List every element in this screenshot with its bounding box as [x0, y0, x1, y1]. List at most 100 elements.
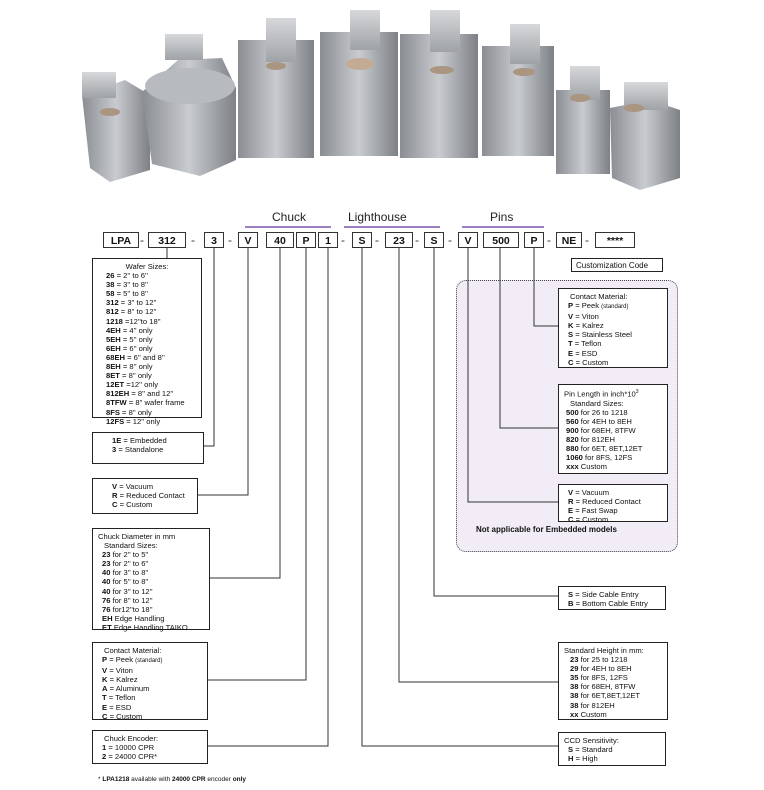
list-item: ET Edge Handling TAIKO [98, 623, 204, 632]
chuck-contact-title: Contact Material: [104, 646, 162, 655]
list-item: 76 for12''to 18'' [98, 605, 204, 614]
list-item: S = Side Cable Entry [564, 590, 660, 599]
line-chuck-diameter [210, 248, 281, 579]
item-value: = 2'' to 6'' [114, 271, 148, 281]
item-value: = Viton [573, 312, 599, 322]
item-key: E [568, 348, 574, 358]
item-value: = ESD [107, 702, 132, 712]
dash: - [375, 233, 379, 247]
item-key: 8EH [106, 362, 121, 372]
item-value: = 5'' to 8'' [114, 289, 148, 299]
item-value: = ESD [573, 348, 598, 358]
code-ne: NE [556, 232, 582, 248]
item-value: Custom [578, 709, 607, 719]
item-value: = 24000 CPR* [106, 752, 158, 762]
item-key: EH [102, 613, 113, 623]
list-item: 560 for 4EH to 8EH [564, 417, 662, 426]
pin-length-box: Pin Length in inch*103 Standard Sizes: 5… [558, 384, 668, 474]
line-chuck-contact [208, 248, 307, 681]
item-key: 29 [570, 664, 579, 674]
item-value: = 5'' only [120, 334, 153, 344]
aligner-unit-6 [482, 24, 554, 156]
customization-code-box: Customization Code [571, 258, 663, 272]
list-item: 8FS = 8'' only [98, 408, 196, 417]
item-value: = Custom [117, 500, 153, 510]
item-key: 38 [106, 280, 115, 290]
item-key: 6EH [106, 343, 121, 353]
item-key: C [568, 515, 574, 525]
list-item: 40 for 3'' to 8'' [98, 568, 204, 577]
item-key: B [568, 599, 574, 609]
item-value: for 5'' to 8'' [110, 577, 149, 587]
dash: - [547, 233, 551, 247]
item-value: = Kalrez [107, 675, 138, 685]
list-item: 8EH = 8'' only [98, 362, 196, 371]
dash: - [228, 233, 232, 247]
item-value: = 3'' to 12'' [118, 298, 157, 308]
item-key: 3 [112, 445, 117, 455]
list-item: A = Aluminum [98, 684, 202, 693]
item-key: 38 [570, 691, 579, 701]
code-custom: **** [595, 232, 635, 248]
footnote-cpr: 24000 CPR [171, 776, 206, 783]
list-item: 26 = 2'' to 6'' [98, 271, 196, 280]
item-key: S [568, 590, 574, 599]
item-key: 560 [566, 416, 579, 426]
item-key: 23 [102, 559, 111, 569]
pin-contact-box: Contact Material: P = Peek (standard)V =… [558, 288, 668, 368]
item-value: = 8'' to 12'' [118, 307, 157, 317]
item-key: 40 [102, 568, 111, 578]
footnote-model: LPA1218 [102, 776, 130, 783]
list-item: xxx Custom [564, 462, 662, 471]
item-key: xxx [566, 462, 579, 472]
item-key: P [568, 301, 574, 311]
code-cable: S [424, 232, 444, 248]
item-value: = Side Cable Entry [573, 590, 639, 599]
aligner-unit-8 [610, 82, 680, 190]
list-item: E = Fast Swap [564, 506, 662, 515]
item-value: for 68EH, 8TFW [578, 425, 636, 435]
item-value: = Peek [107, 655, 136, 665]
underline-lighthouse [344, 226, 440, 228]
item-value: for 68EH, 8TFW [578, 682, 636, 692]
item-value: = 8'' only [119, 371, 152, 381]
label-chuck: Chuck [272, 210, 307, 224]
item-key: K [102, 675, 108, 685]
item-key: 880 [566, 444, 579, 454]
item-key: 5EH [106, 334, 121, 344]
aligner-unit-3 [238, 18, 314, 158]
aligner-unit-1 [82, 72, 150, 182]
item-value: = Viton [107, 666, 133, 676]
item-value: = Fast Swap [573, 506, 618, 516]
item-key: A [102, 684, 108, 694]
list-item: 8ET = 8'' only [98, 371, 196, 380]
item-value: = Vacuum [117, 482, 154, 491]
item-key: T [102, 693, 107, 703]
list-item: 29 for 4EH to 8EH [564, 664, 662, 673]
code-ccd: S [352, 232, 372, 248]
underline-chuck [245, 226, 331, 228]
line-ccd [361, 248, 558, 747]
item-key: V [568, 312, 574, 322]
list-item: 35 for 8FS, 12FS [564, 673, 662, 682]
list-item: 500 for 26 to 1218 [564, 408, 662, 417]
line-height [398, 248, 558, 683]
dash: - [415, 233, 419, 247]
list-item: C = Custom [564, 358, 662, 367]
product-photo [82, 10, 680, 190]
item-key: 1060 [566, 453, 583, 463]
item-value: for 8'' to 12'' [110, 595, 153, 605]
list-item: 38 = 3'' to 8'' [98, 280, 196, 289]
item-key: 23 [102, 550, 111, 560]
item-key: 58 [106, 289, 115, 299]
list-item: P = Peek (standard) [564, 301, 662, 312]
item-value: = 3'' to 8'' [114, 280, 148, 290]
pin-contact-title: Contact Material: [570, 292, 628, 301]
item-value: for 6ET, 8ET,12ET [578, 444, 643, 454]
